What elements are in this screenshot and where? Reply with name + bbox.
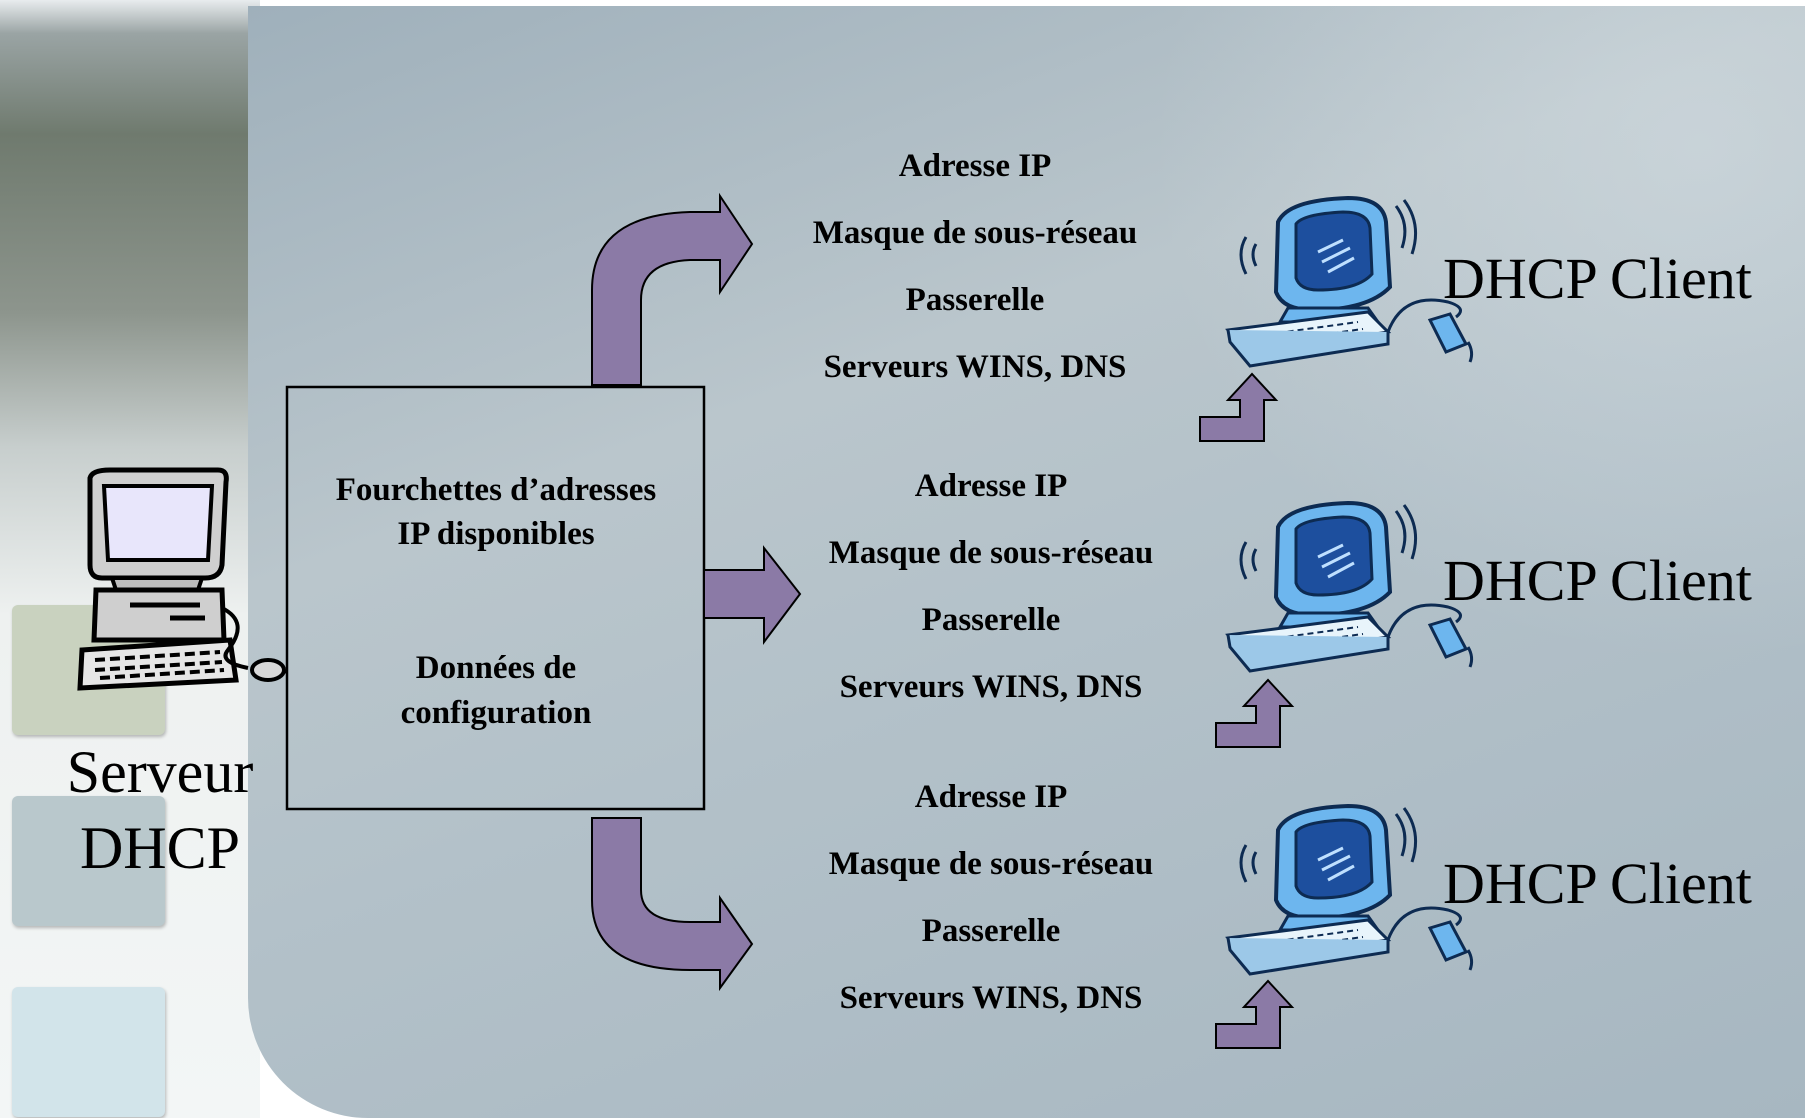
arrow-up-curved [591, 192, 754, 386]
client-computer-icon [1226, 501, 1474, 673]
client-label: DHCP Client [1443, 548, 1752, 613]
lease-item: Serveurs WINS, DNS [840, 980, 1143, 1016]
lease-item: Masque de sous-réseau [813, 215, 1138, 251]
lease-item: Adresse IP [915, 468, 1067, 504]
lease-item: Passerelle [922, 602, 1061, 638]
lease-item: Masque de sous-réseau [829, 535, 1154, 571]
return-arrow-icon [1199, 373, 1277, 442]
decorative-square [12, 796, 165, 926]
scope-box-line4: configuration [401, 695, 592, 731]
client-label: DHCP Client [1443, 851, 1752, 916]
client-computer-icon [1226, 196, 1474, 368]
arrow-right [703, 545, 802, 645]
server-computer-icon [77, 467, 286, 691]
decorative-square [12, 987, 165, 1117]
lease-info-2: Adresse IP Masque de sous-réseau Passere… [829, 468, 1154, 705]
client-computer-icon [1226, 804, 1474, 976]
lease-item: Serveurs WINS, DNS [824, 349, 1127, 385]
lease-item: Passerelle [922, 913, 1061, 949]
lease-info-1: Adresse IP Masque de sous-réseau Passere… [813, 148, 1138, 385]
scope-box [285, 385, 706, 811]
server-label-line1: Serveur [67, 739, 254, 805]
arrow-down-curved [591, 817, 754, 992]
lease-item: Adresse IP [915, 779, 1067, 815]
scope-box-line2: IP disponibles [397, 516, 594, 552]
lease-info-3: Adresse IP Masque de sous-réseau Passere… [829, 779, 1154, 1016]
return-arrow-icon [1215, 679, 1293, 748]
lease-item: Adresse IP [899, 148, 1051, 184]
scope-box-line3: Données de [416, 650, 576, 686]
lease-item: Passerelle [906, 282, 1045, 318]
scope-box-line1: Fourchettes d’adresses [336, 472, 657, 508]
server-label-line2: DHCP [80, 815, 240, 881]
slide-panel [248, 6, 1805, 1118]
client-label: DHCP Client [1443, 246, 1752, 311]
lease-item: Serveurs WINS, DNS [840, 669, 1143, 705]
return-arrow-icon [1215, 980, 1293, 1049]
lease-item: Masque de sous-réseau [829, 846, 1154, 882]
